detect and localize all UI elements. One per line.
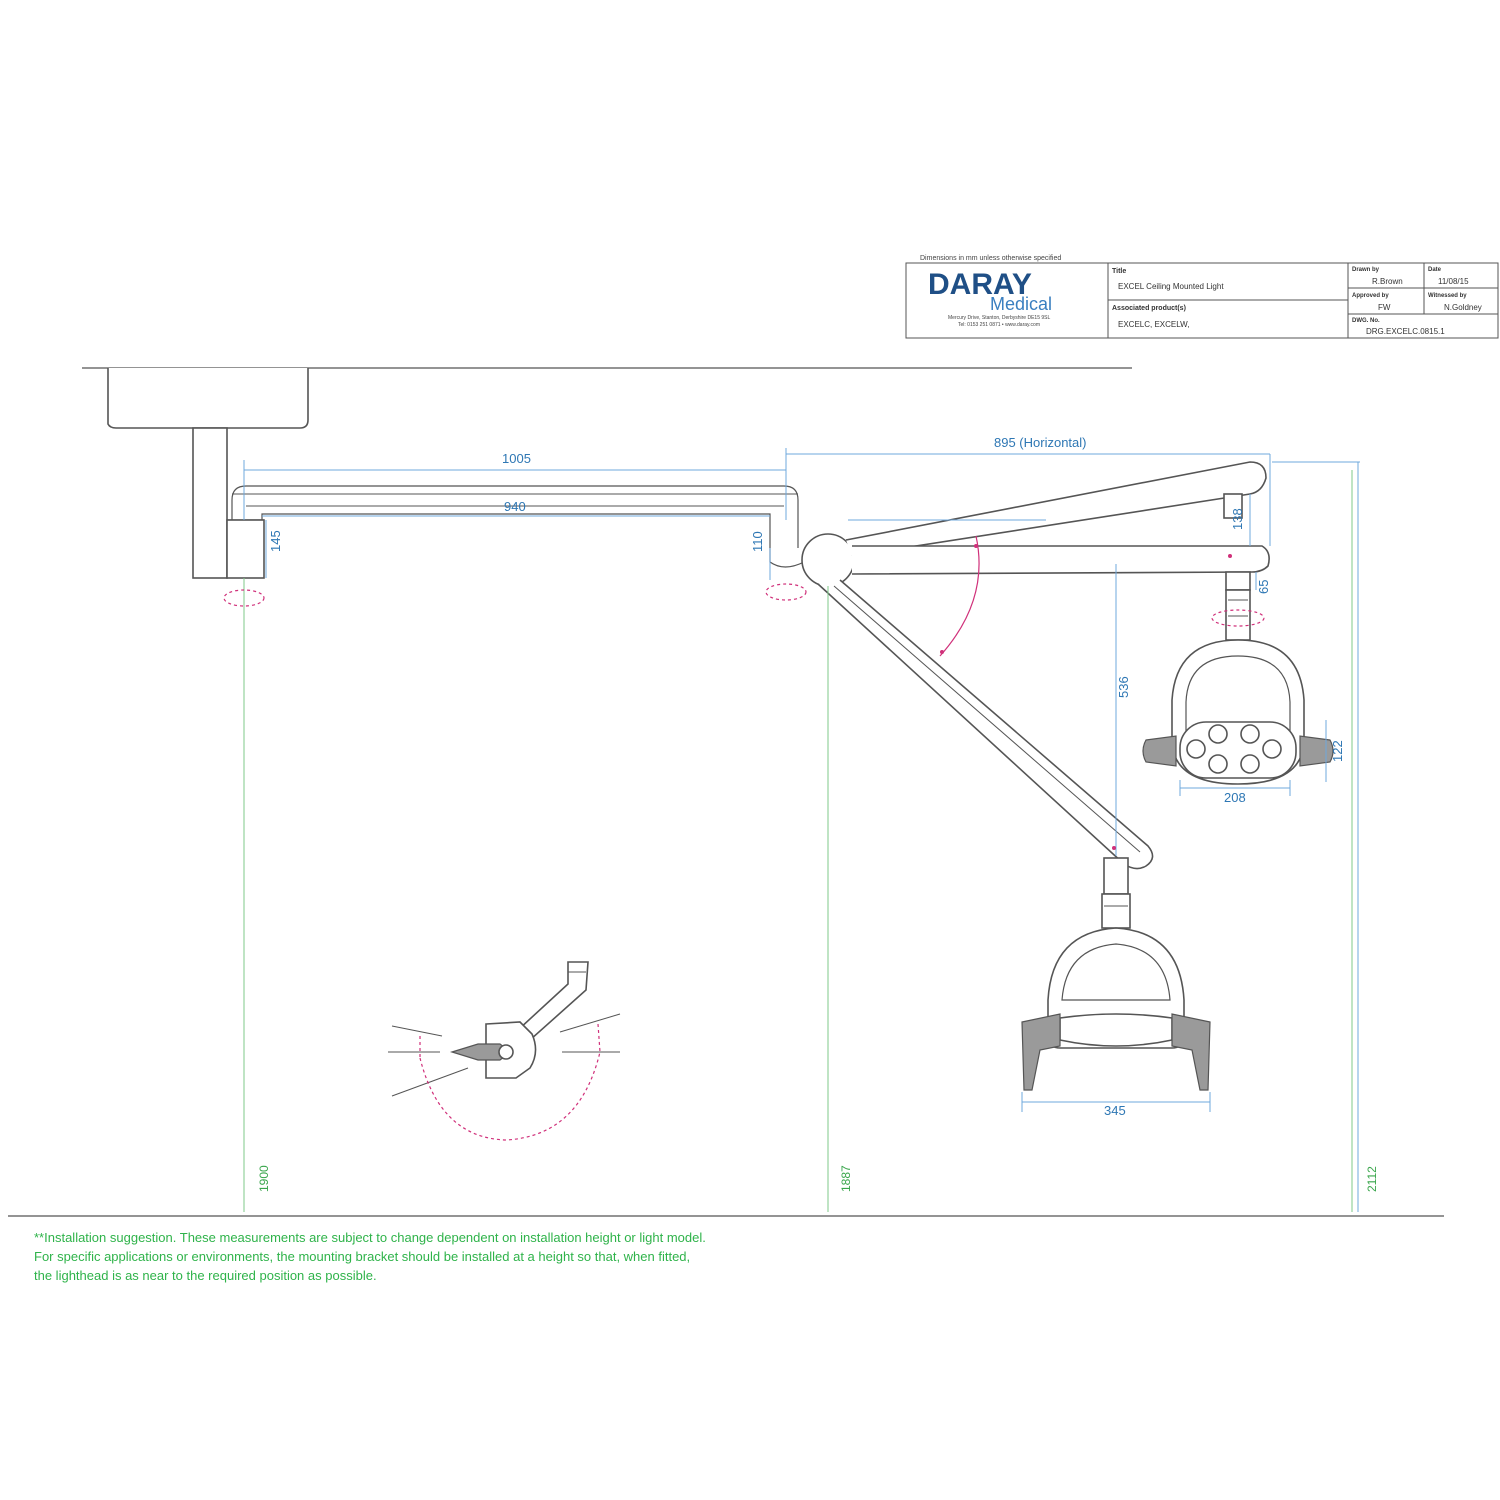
assoc-label: Associated product(s) <box>1112 305 1186 312</box>
height-2112: 2112 <box>1365 1166 1379 1192</box>
light-head-front <box>1142 639 1334 785</box>
dim-895-horizontal: 895 (Horizontal) <box>994 435 1087 450</box>
mount-post <box>192 427 228 579</box>
title-block: Dimensions in mm unless otherwise specif… <box>905 255 1499 339</box>
note-line-3: the lighthead is as near to the required… <box>34 1268 377 1283</box>
date-value: 11/08/15 <box>1438 277 1469 286</box>
dim-122: 122 <box>1330 740 1345 762</box>
approved-value: FW <box>1378 303 1391 312</box>
dim-110: 110 <box>750 531 765 552</box>
note-line-2: For specific applications or environment… <box>34 1249 691 1264</box>
dim-145: 145 <box>268 530 283 552</box>
light-head-side <box>1021 927 1211 1091</box>
drawn-by-value: R.Brown <box>1372 277 1403 286</box>
witnessed-value: N.Goldney <box>1444 303 1482 312</box>
logo-address: Mercury Drive, Stanton, Derbyshire DE15 … <box>948 315 1050 321</box>
dwg-value: DRG.EXCELC.0815.1 <box>1366 327 1445 336</box>
witnessed-label: Witnessed by <box>1428 293 1467 299</box>
title-label: Title <box>1112 268 1126 275</box>
assoc-value: EXCELC, EXCELW, <box>1118 320 1189 329</box>
logo-contact: Tel: 0153 251 0871 • www.daray.com <box>958 322 1040 328</box>
dim-940: 940 <box>504 499 526 514</box>
dimension-lines <box>243 448 1360 1212</box>
detail-view <box>388 961 621 1141</box>
height-1900: 1900 <box>257 1165 271 1192</box>
daray-logo: DARAY <box>928 268 1032 301</box>
note-line-1: **Installation suggestion. These measure… <box>34 1230 706 1245</box>
dim-208: 208 <box>1224 790 1246 805</box>
dim-345: 345 <box>1104 1103 1126 1118</box>
dim-1005: 1005 <box>502 451 531 466</box>
drawn-by-label: Drawn by <box>1352 267 1380 273</box>
ceiling-plate <box>107 368 309 429</box>
dim-65: 65 <box>1256 580 1271 594</box>
installation-note: **Installation suggestion. These measure… <box>34 1228 854 1285</box>
ceiling-mount <box>82 367 1132 579</box>
height-1887: 1887 <box>839 1165 853 1192</box>
spring-arm-raised <box>845 461 1270 641</box>
elbow-joint <box>801 533 855 587</box>
dim-138: 138 <box>1230 508 1245 530</box>
height-lines <box>243 470 1353 1212</box>
horizontal-arm <box>231 485 805 568</box>
title-value: EXCEL Ceiling Mounted Light <box>1118 282 1224 291</box>
date-label: Date <box>1428 267 1442 273</box>
rotation-indicators <box>223 535 1265 850</box>
dim-536: 536 <box>1116 676 1131 698</box>
units-note: Dimensions in mm unless otherwise specif… <box>920 255 1061 262</box>
approved-label: Approved by <box>1352 293 1389 299</box>
medical-logo: Medical <box>990 294 1052 314</box>
spring-arm-lowered <box>817 579 1154 929</box>
dwg-label: DWG. No. <box>1352 318 1380 324</box>
